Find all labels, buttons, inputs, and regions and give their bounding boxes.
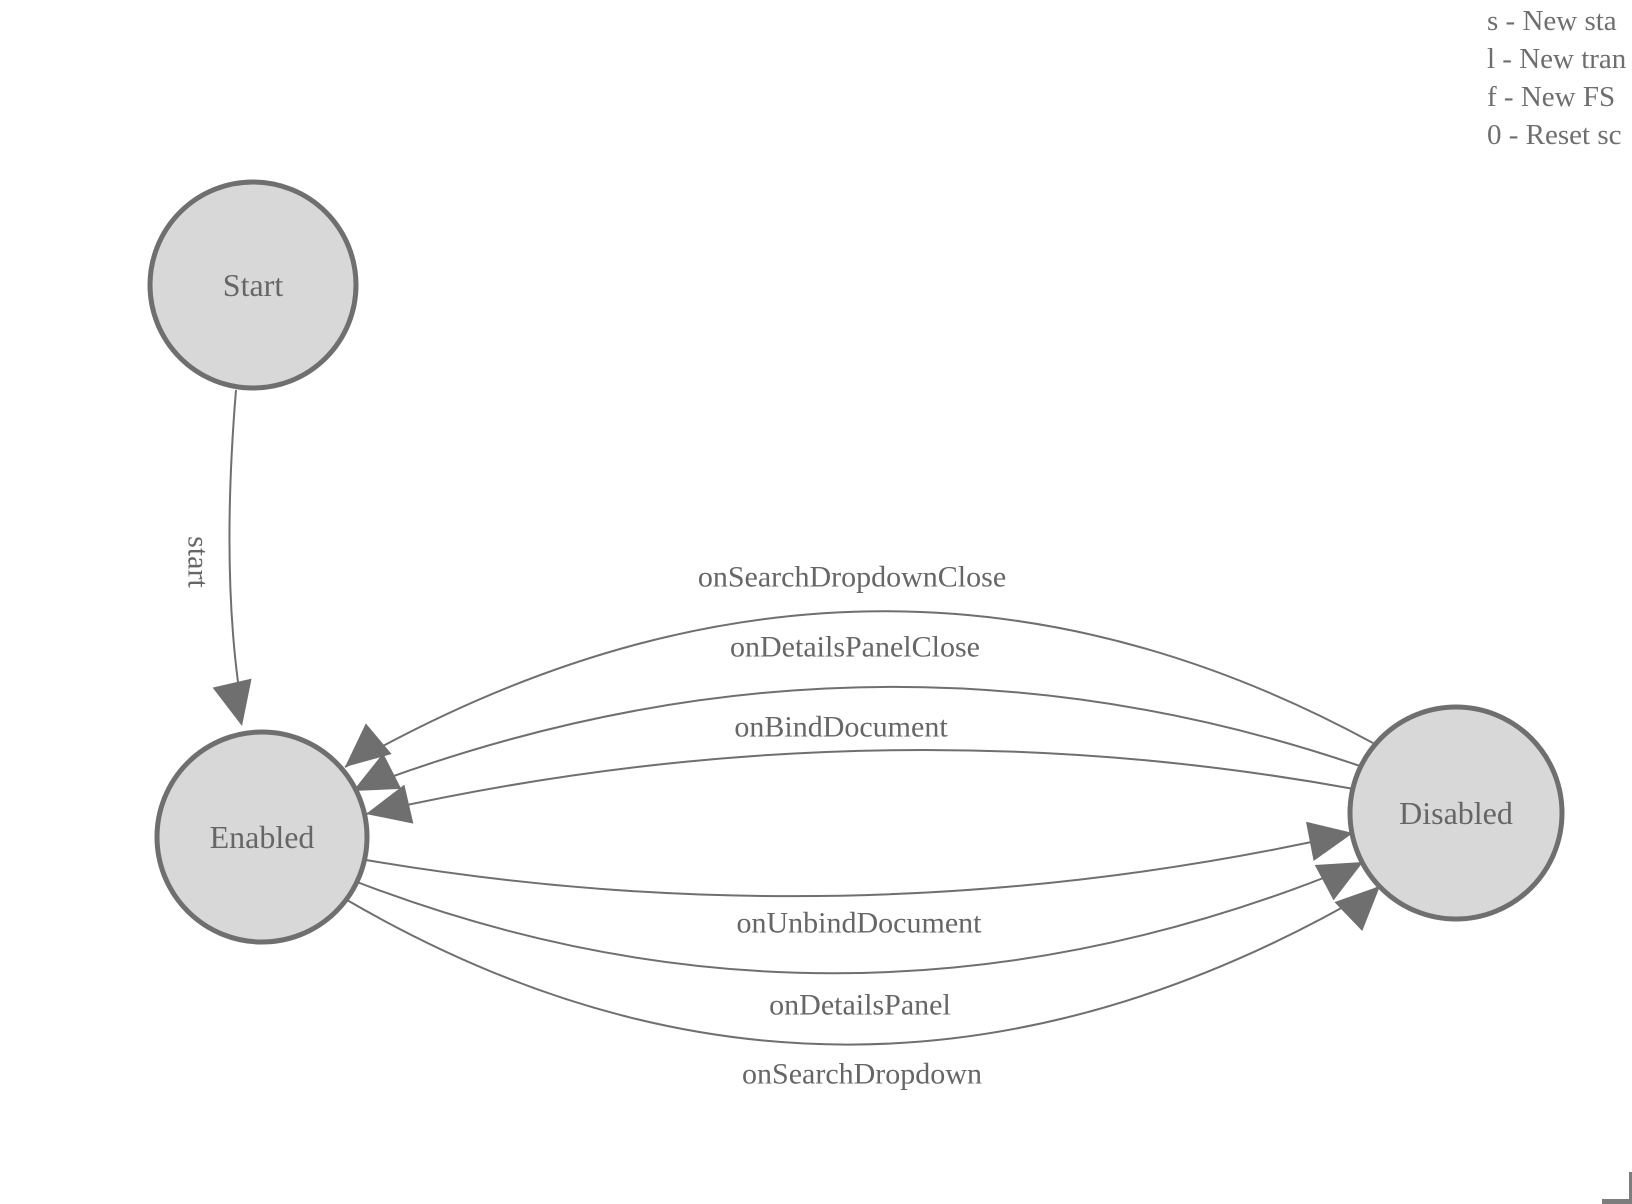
- state-label-start: Start: [223, 267, 284, 303]
- transition-edge-onSearchDropdownClose[interactable]: [344, 610, 1374, 768]
- state-node-enabled[interactable]: Enabled: [154, 729, 370, 945]
- canvas-corner-mark: [1629, 1172, 1632, 1204]
- arrowhead-icon: [212, 678, 252, 726]
- transition-edge-start-to-enabled[interactable]: [228, 389, 239, 683]
- transition-edge-onDetailsPanelClose[interactable]: [352, 685, 1361, 792]
- legend-line-new-fsm: f - New FS: [1487, 81, 1616, 113]
- arrowhead-icon: [1314, 862, 1363, 901]
- arrowhead-icon: [366, 784, 414, 824]
- arrowhead-icon: [1305, 821, 1353, 862]
- arrowhead-icon: [353, 753, 402, 791]
- state-label-disabled: Disabled: [1399, 795, 1513, 831]
- state-label-enabled: Enabled: [210, 819, 315, 855]
- transition-label-onSearchDropdownClose[interactable]: onSearchDropdownClose: [698, 561, 1006, 594]
- transition-label-start-to-enabled[interactable]: start: [182, 536, 215, 588]
- state-circle-disabled[interactable]: [1347, 704, 1565, 922]
- arrowhead-icon: [345, 723, 392, 767]
- transition-label-onDetailsPanelClose[interactable]: onDetailsPanelClose: [730, 631, 980, 664]
- transition-label-onDetailsPanel[interactable]: onDetailsPanel: [769, 989, 951, 1022]
- transition-edge-onSearchDropdown[interactable]: [346, 885, 1381, 1046]
- state-circle-start[interactable]: [147, 179, 359, 391]
- hotkey-legend: s - New sta l - New tran f - New FS 0 - …: [1487, 2, 1626, 154]
- state-node-start[interactable]: Start: [147, 179, 359, 391]
- transition-edge-onUnbindDocument[interactable]: [365, 832, 1354, 898]
- state-circle-enabled[interactable]: [154, 729, 370, 945]
- legend-line-new-state: s - New sta: [1487, 5, 1617, 37]
- transition-label-onBindDocument[interactable]: onBindDocument: [734, 711, 948, 744]
- state-node-disabled[interactable]: Disabled: [1347, 704, 1565, 922]
- transition-edge-onDetailsPanel[interactable]: [356, 861, 1364, 975]
- transition-label-onSearchDropdown[interactable]: onSearchDropdown: [742, 1058, 982, 1091]
- arrowhead-icon: [1334, 886, 1380, 931]
- transition-edge-onBindDocument[interactable]: [365, 748, 1355, 815]
- legend-line-reset: 0 - Reset sc: [1487, 119, 1622, 151]
- canvas-corner-mark: [1602, 1199, 1632, 1204]
- transition-label-onUnbindDocument[interactable]: onUnbindDocument: [737, 907, 983, 940]
- legend-line-new-transition: l - New tran: [1487, 43, 1627, 75]
